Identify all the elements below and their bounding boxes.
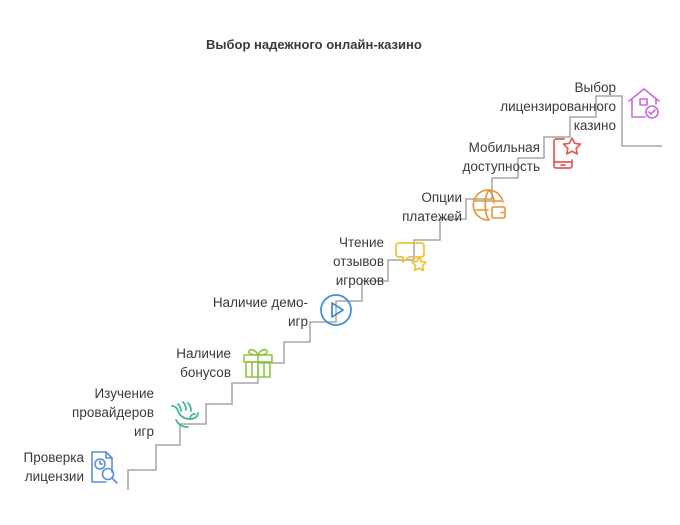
step-label-providers: Изучение провайдеров игр xyxy=(72,386,154,439)
hand-icon xyxy=(168,396,204,432)
chat-star-icon xyxy=(394,239,430,275)
step-label-payments: Опции платежей xyxy=(402,190,462,224)
globe-wallet-icon xyxy=(472,187,508,223)
gift-icon xyxy=(240,344,276,380)
step-label-demo-games: Наличие демо- игр xyxy=(212,295,308,329)
play-icon xyxy=(318,292,354,328)
phone-star-icon xyxy=(548,135,584,171)
diagram-title: Выбор надежного онлайн-казино xyxy=(206,37,422,52)
step-label-reviews: Чтение отзывов игроков xyxy=(333,235,384,288)
house-check-icon xyxy=(626,85,662,121)
step-label-bonuses: Наличие бонусов xyxy=(176,346,231,380)
document-search-icon xyxy=(86,449,122,485)
step-label-final-choice: Выбор лицензированного казино xyxy=(500,80,616,133)
staircase-line xyxy=(127,95,662,490)
step-label-license-check: Проверка лицензии xyxy=(23,450,84,484)
step-label-mobile: Мобильная доступность xyxy=(462,140,540,174)
